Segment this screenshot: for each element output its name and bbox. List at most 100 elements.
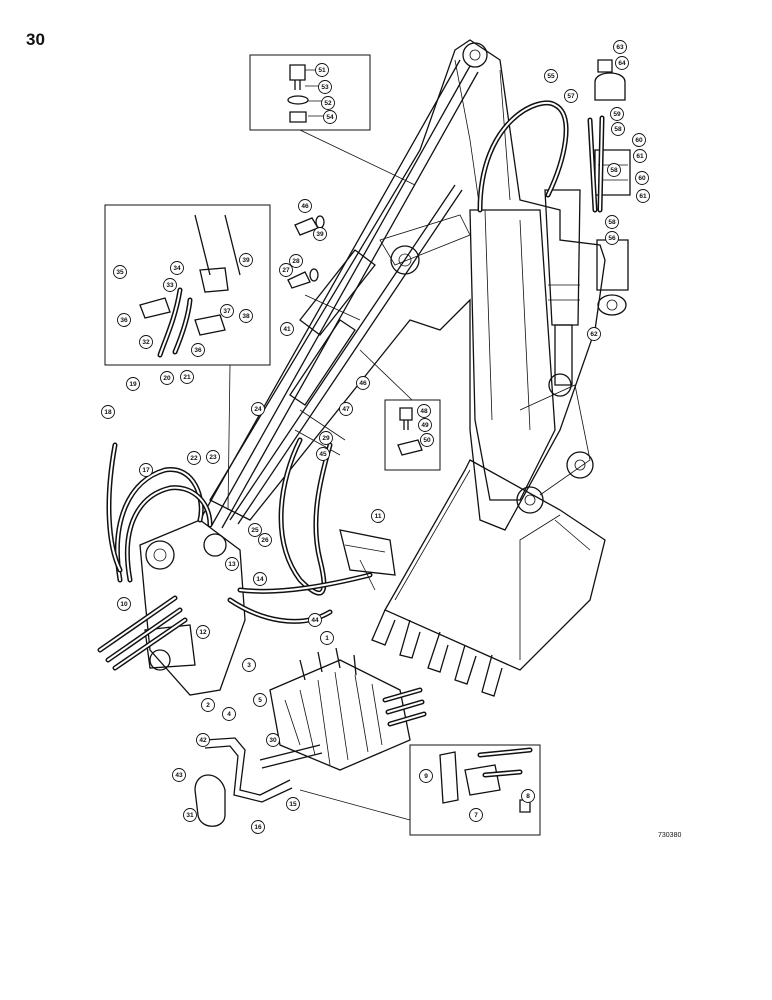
callout-46: 46 — [356, 376, 370, 390]
callout-5: 5 — [253, 693, 267, 707]
callout-number: 58 — [610, 167, 618, 174]
callout-circle — [126, 377, 140, 391]
callout-62: 62 — [587, 327, 601, 341]
callout-number: 53 — [321, 84, 329, 91]
callout-circle — [139, 335, 153, 349]
callout-number: 35 — [116, 269, 124, 276]
callout-circle — [251, 402, 265, 416]
hydraulic-tubes — [199, 59, 479, 529]
callout-circle — [635, 171, 649, 185]
callout-number: 1 — [325, 635, 329, 642]
callout-22: 22 — [187, 451, 201, 465]
callout-circle — [191, 343, 205, 357]
callout-number: 59 — [613, 111, 621, 118]
callout-circle — [201, 698, 215, 712]
callout-51: 51 — [315, 63, 329, 77]
callout-number: 23 — [209, 454, 217, 461]
callout-circle — [196, 625, 210, 639]
callout-number: 48 — [420, 408, 428, 415]
callout-number: 38 — [242, 313, 250, 320]
bucket-cylinder — [544, 189, 581, 386]
callout-number: 2 — [206, 702, 210, 709]
callout-11: 11 — [371, 509, 385, 523]
callout-circle — [418, 418, 432, 432]
callout-58: 58 — [605, 215, 619, 229]
callout-13: 13 — [225, 557, 239, 571]
callout-number: 58 — [608, 219, 616, 226]
callout-42: 42 — [196, 733, 210, 747]
swing-tower — [139, 519, 246, 696]
callout-number: 13 — [228, 561, 236, 568]
callout-number: 15 — [289, 801, 297, 808]
inset-leaders — [227, 129, 416, 821]
callout-53: 53 — [318, 80, 332, 94]
callout-63: 63 — [613, 40, 627, 54]
callout-number: 32 — [142, 339, 150, 346]
callout-number: 25 — [251, 527, 259, 534]
callout-38: 38 — [239, 309, 253, 323]
callout-circle — [587, 327, 601, 341]
callout-circle — [163, 278, 177, 292]
callout-circle — [280, 322, 294, 336]
callout-number: 52 — [324, 100, 332, 107]
callout-33: 33 — [163, 278, 177, 292]
callout-number: 30 — [269, 737, 277, 744]
callout-circle — [613, 40, 627, 54]
callout-circle — [170, 261, 184, 275]
callout-circle — [320, 631, 334, 645]
callout-1: 1 — [320, 631, 334, 645]
callout-circle — [607, 163, 621, 177]
left-hoses — [97, 442, 213, 671]
callout-number: 41 — [283, 326, 291, 333]
callout-number: 42 — [199, 737, 207, 744]
callout-circle — [172, 768, 186, 782]
callout-circle — [323, 110, 337, 124]
callout-47: 47 — [339, 402, 353, 416]
callout-48: 48 — [417, 404, 431, 418]
callout-number: 55 — [547, 73, 555, 80]
callout-number: 21 — [183, 374, 191, 381]
callout-circle — [289, 254, 303, 268]
callout-circle — [318, 80, 332, 94]
callout-circle — [564, 89, 578, 103]
callout-number: 45 — [319, 451, 327, 458]
callout-circle — [253, 572, 267, 586]
callout-41: 41 — [280, 322, 294, 336]
callout-circle — [101, 405, 115, 419]
callout-19: 19 — [126, 377, 140, 391]
callout-number: 27 — [282, 267, 290, 274]
callout-circle — [298, 199, 312, 213]
callout-20: 20 — [160, 371, 174, 385]
callout-number: 5 — [258, 697, 262, 704]
callout-circle — [279, 263, 293, 277]
callout-31: 31 — [183, 808, 197, 822]
callout-34: 34 — [170, 261, 184, 275]
callout-circle — [605, 215, 619, 229]
callout-number: 46 — [359, 380, 367, 387]
callout-circle — [636, 189, 650, 203]
callout-circle — [239, 253, 253, 267]
callout-number: 61 — [639, 193, 647, 200]
callout-number: 57 — [567, 93, 575, 100]
callout-number: 60 — [635, 137, 643, 144]
callout-circle — [610, 107, 624, 121]
callout-number: 31 — [186, 812, 194, 819]
callout-number: 16 — [254, 824, 262, 831]
callout-number: 50 — [423, 437, 431, 444]
callout-circle — [339, 402, 353, 416]
callout-25: 25 — [248, 523, 262, 537]
callout-52: 52 — [321, 96, 335, 110]
callout-49: 49 — [418, 418, 432, 432]
callout-17: 17 — [139, 463, 153, 477]
callout-number: 22 — [190, 455, 198, 462]
callout-60: 60 — [632, 133, 646, 147]
callout-45: 45 — [316, 447, 330, 461]
callout-number: 14 — [256, 576, 264, 583]
callout-21: 21 — [180, 370, 194, 384]
callout-number: 61 — [636, 153, 644, 160]
callout-circle — [313, 227, 327, 241]
callout-28: 28 — [289, 254, 303, 268]
callout-number: 51 — [318, 67, 326, 74]
callout-number: 8 — [526, 793, 530, 800]
